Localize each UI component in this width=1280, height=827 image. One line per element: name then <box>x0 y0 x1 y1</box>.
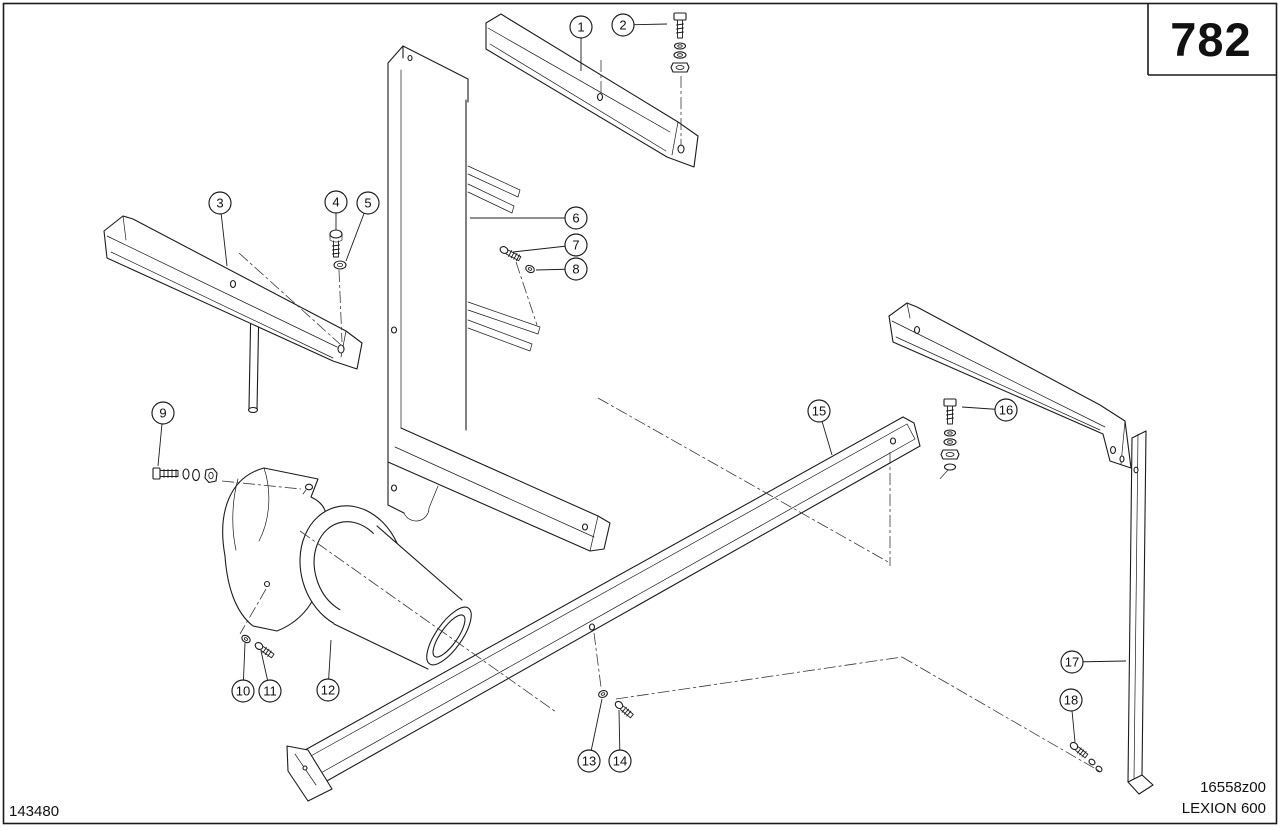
hardware-stack-16 <box>940 398 960 471</box>
drawing-number: 16558z00 <box>1200 778 1266 796</box>
washer-8 <box>525 264 535 274</box>
svg-text:3: 3 <box>216 196 223 211</box>
svg-text:4: 4 <box>332 195 339 210</box>
svg-text:1: 1 <box>577 20 584 35</box>
svg-text:8: 8 <box>572 262 579 277</box>
hardware-row-9 <box>152 467 218 484</box>
part-side-rail <box>1127 430 1154 795</box>
bolt-14 <box>614 700 634 719</box>
callout-2: 2 <box>611 13 635 37</box>
washer-13 <box>598 689 608 699</box>
footer-right-block: 16558z00 LEXION 600 <box>1182 777 1266 821</box>
washer-10 <box>241 634 251 644</box>
callout-16: 16 <box>994 398 1018 422</box>
callout-13: 13 <box>577 749 601 773</box>
callout-18: 18 <box>1059 688 1083 712</box>
washer-5 <box>333 260 347 270</box>
part-drum <box>299 505 472 670</box>
bolt-4 <box>329 229 343 258</box>
part-left-bracket <box>103 215 363 414</box>
svg-text:12: 12 <box>321 683 335 698</box>
svg-text:11: 11 <box>263 684 277 699</box>
hardware-18 <box>1069 741 1103 773</box>
callout-9: 9 <box>151 401 175 425</box>
svg-text:10: 10 <box>236 684 250 699</box>
bolt-11 <box>254 641 275 659</box>
callout-3: 3 <box>208 191 232 215</box>
callout-12: 12 <box>316 678 340 702</box>
callout-14: 14 <box>608 749 632 773</box>
part-shield <box>222 467 327 632</box>
svg-text:13: 13 <box>582 754 596 769</box>
document-number: 143480 <box>9 803 60 820</box>
callout-6: 6 <box>564 206 588 230</box>
svg-text:14: 14 <box>613 754 627 769</box>
callout-1: 1 <box>569 15 593 39</box>
callout-4: 4 <box>324 190 348 214</box>
hardware-stack-2 <box>670 12 690 73</box>
svg-text:15: 15 <box>812 404 826 419</box>
callout-10: 10 <box>231 679 255 703</box>
screw-7 <box>499 246 522 262</box>
part-top-rail <box>485 13 699 168</box>
callout-5: 5 <box>356 191 380 215</box>
svg-text:7: 7 <box>572 238 579 253</box>
svg-text:6: 6 <box>572 211 579 226</box>
part-long-beam <box>286 416 921 802</box>
callout-17: 17 <box>1060 650 1084 674</box>
svg-text:17: 17 <box>1065 655 1079 670</box>
callout-8: 8 <box>564 257 588 281</box>
svg-text:18: 18 <box>1064 693 1078 708</box>
page-number: 782 <box>1170 13 1252 66</box>
svg-text:5: 5 <box>364 196 371 211</box>
construction-lines <box>221 60 1102 773</box>
callout-15: 15 <box>807 399 831 423</box>
callout-11: 11 <box>258 679 282 703</box>
svg-text:9: 9 <box>159 406 166 421</box>
svg-text:2: 2 <box>619 18 626 33</box>
model-name: LEXION 600 <box>1181 800 1266 818</box>
part-main-frame <box>387 45 611 552</box>
svg-text:16: 16 <box>999 403 1013 418</box>
callout-7: 7 <box>564 233 588 257</box>
part-upper-right-bracket <box>888 302 1132 469</box>
